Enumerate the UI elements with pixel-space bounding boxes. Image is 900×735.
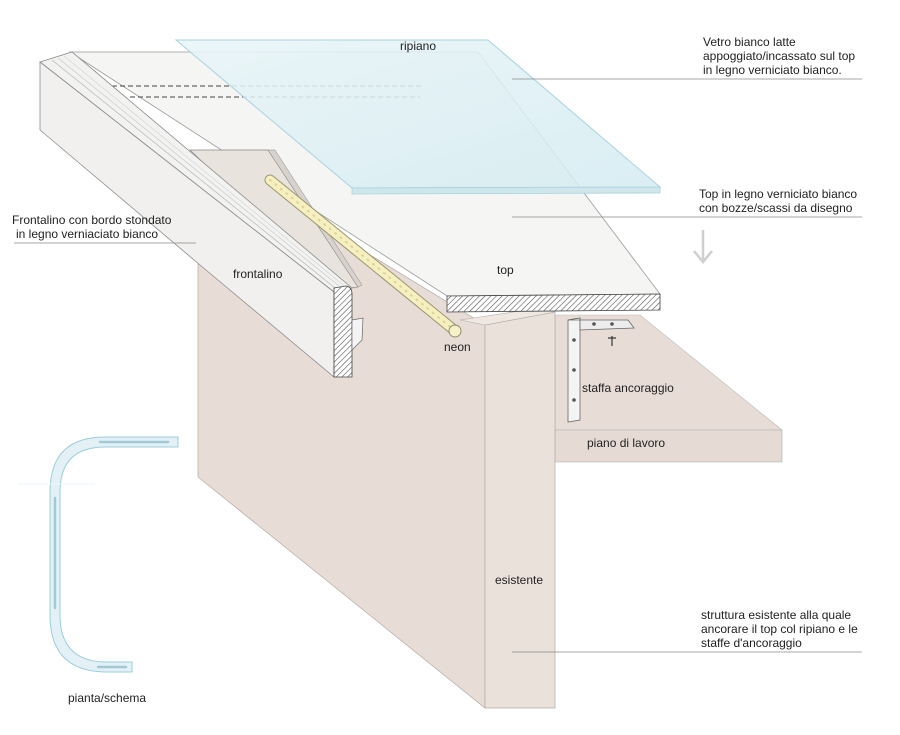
label-piano-lavoro: piano di lavoro	[587, 436, 665, 450]
label-esistente: esistente	[495, 573, 543, 587]
note-vetro-line-2: appoggiato/incassato sul top	[703, 49, 855, 63]
label-pianta: pianta/schema	[68, 691, 146, 705]
note-vetro-line-3: in legno verniciato bianco.	[703, 63, 842, 77]
label-ripiano: ripiano	[400, 39, 436, 53]
screw-icon	[608, 336, 616, 346]
down-arrow-icon	[693, 230, 713, 264]
note-struttura-line-2: ancorare il top col ripiano e le	[701, 622, 858, 636]
note-struttura-line-1: struttura esistente alla quale	[701, 608, 851, 622]
label-frontalino: frontalino	[233, 267, 283, 281]
note-top-line-1: Top in legno verniciato bianco	[699, 187, 857, 201]
note-top-line-2: con bozze/scassi da disegno	[699, 201, 853, 215]
note-frontalino-line-1: Frontalino con bordo stondato	[12, 213, 172, 227]
neon-tube	[264, 174, 462, 338]
note-struttura-line-3: staffe d'ancoraggio	[701, 636, 802, 650]
label-top: top	[497, 263, 514, 277]
glass-shelf	[174, 39, 662, 195]
plan-schema	[18, 436, 179, 673]
front-edge-piece	[39, 51, 364, 378]
note-frontalino-line-2: in legno verniaciato bianco	[16, 227, 158, 241]
note-vetro-line-1: Vetro bianco latte	[703, 35, 796, 49]
mounting-bracket	[567, 317, 635, 423]
label-staffa: staffa ancoraggio	[582, 381, 674, 395]
label-neon: neon	[444, 340, 471, 354]
